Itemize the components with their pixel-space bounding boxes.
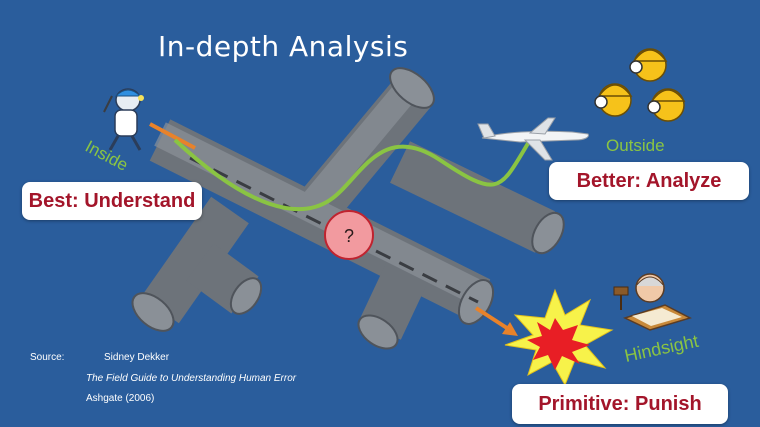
inside-label: Inside bbox=[82, 137, 131, 175]
source-author: Sidney Dekker bbox=[104, 352, 170, 363]
best-understand-label: Best: Understand bbox=[28, 189, 196, 212]
better-analyze-label: Better: Analyze bbox=[576, 169, 722, 192]
outside-label: Outside bbox=[606, 136, 665, 155]
explosion-icon bbox=[504, 288, 614, 387]
question-marker bbox=[324, 210, 374, 260]
investigator-icon bbox=[103, 88, 144, 151]
judge-icon bbox=[613, 273, 692, 331]
pipe-network bbox=[131, 67, 565, 350]
primitive-punish-label: Primitive: Punish bbox=[538, 392, 702, 415]
slide-title: In-depth Analysis bbox=[158, 30, 409, 63]
source-label: Source: bbox=[30, 352, 65, 363]
best-understand-box: Best: Understand bbox=[22, 182, 202, 220]
hindsight-arrow bbox=[474, 306, 512, 332]
airplane-icon bbox=[477, 117, 589, 161]
hindsight-label: Hindsight bbox=[623, 331, 701, 366]
inside-path bbox=[173, 138, 532, 212]
hindsight-arrowhead bbox=[502, 322, 518, 336]
better-analyze-box: Better: Analyze bbox=[549, 162, 749, 200]
source-book: The Field Guide to Understanding Human E… bbox=[86, 373, 297, 384]
primitive-punish-box: Primitive: Punish bbox=[512, 384, 728, 424]
outside-observers-icon bbox=[594, 48, 686, 122]
source-publisher: Ashgate (2006) bbox=[86, 393, 155, 404]
question-mark: ? bbox=[344, 226, 354, 246]
inside-arrow bbox=[149, 122, 196, 150]
